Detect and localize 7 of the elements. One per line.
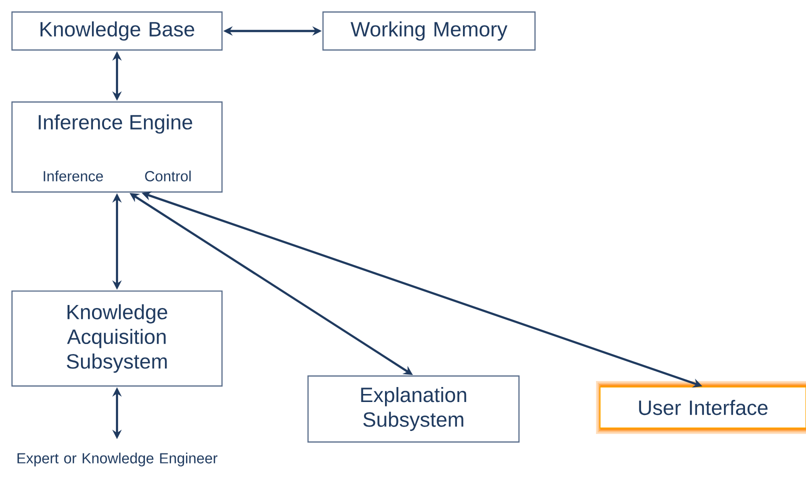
process-box: Inference Engine Inference Control (11, 101, 223, 193)
process-box: Knowledge Acquisition Subsystem (11, 290, 223, 387)
process-box: Knowledge Base (11, 11, 223, 51)
highlighted-box: User Interface (596, 381, 806, 434)
process-box: Explanation Subsystem (307, 375, 520, 443)
process-box: Working Memory (322, 11, 536, 51)
actor-label: Expert or Knowledge Engineer (18, 452, 218, 466)
